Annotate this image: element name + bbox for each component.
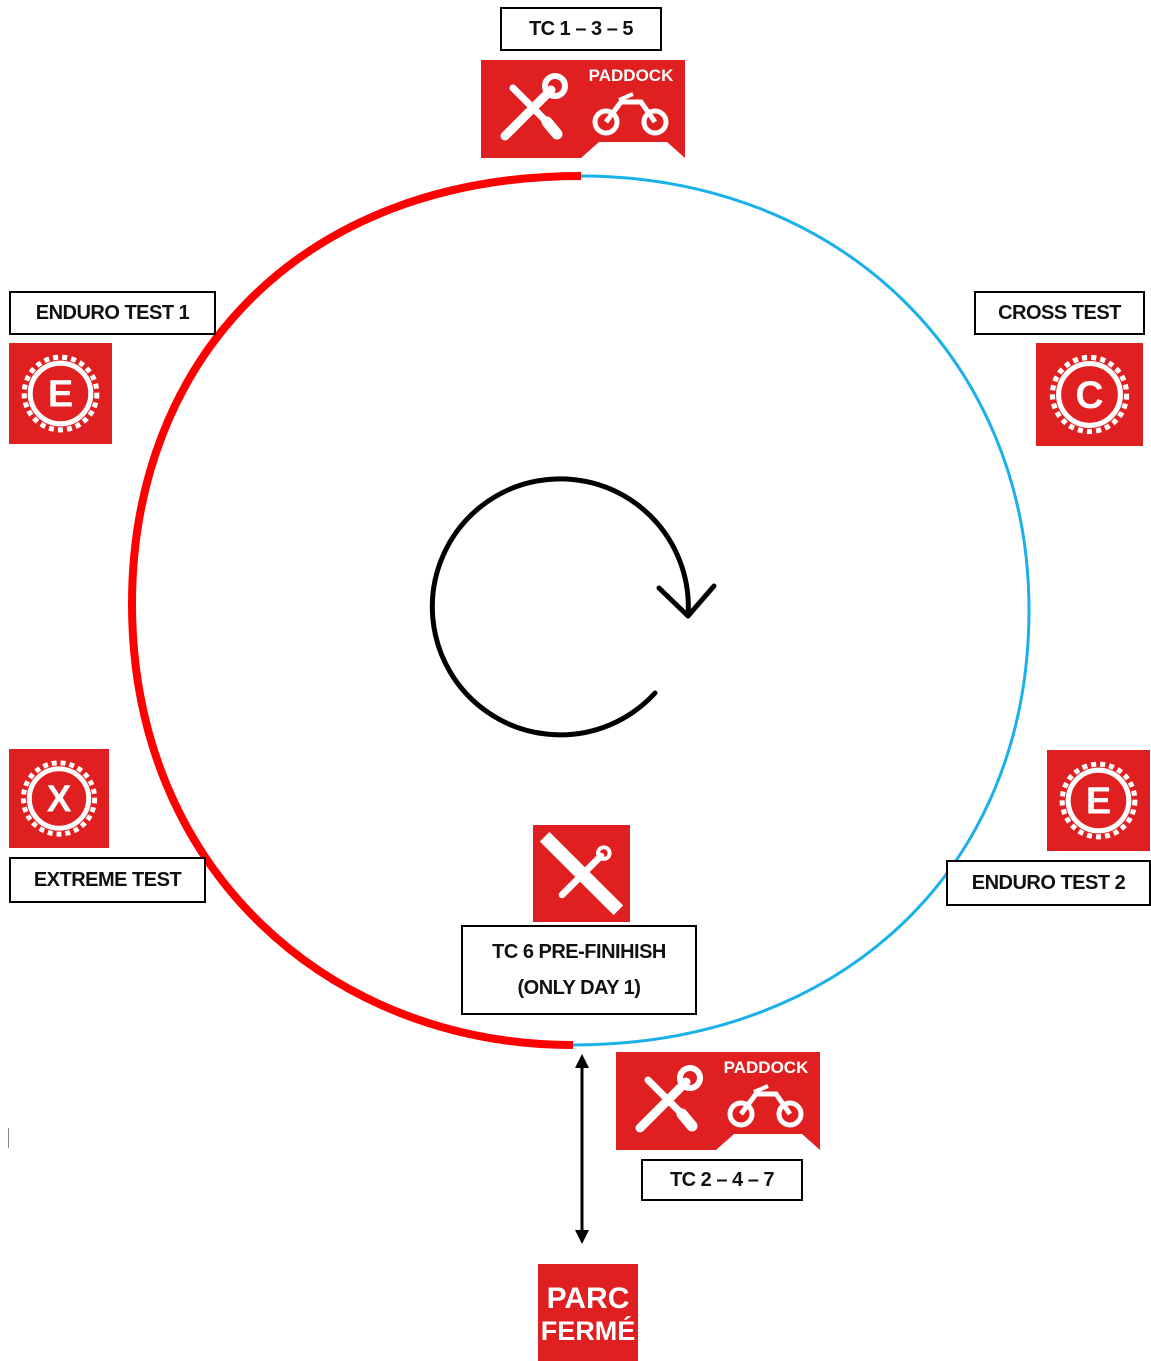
gear-circle-icon: E bbox=[1059, 761, 1138, 840]
extreme-test-label: EXTREME TEST bbox=[9, 857, 206, 903]
tc6-label-line1: TC 6 PRE-FINIHISH bbox=[492, 941, 666, 963]
svg-text:X: X bbox=[46, 777, 71, 819]
track-red-arc bbox=[127, 172, 582, 1049]
paddock-sign-top-graphic: PADDOCK bbox=[500, 66, 685, 158]
parc-ferme-graphic: PARC FERMÉ bbox=[541, 1282, 636, 1346]
tc6-prefinish-label: TC 6 PRE-FINIHISH (ONLY DAY 1) bbox=[461, 925, 697, 1015]
paddock-sign-bottom-graphic: PADDOCK bbox=[635, 1058, 820, 1150]
enduro-test-2-sign: E bbox=[1047, 750, 1150, 851]
gear-circle-icon: C bbox=[1049, 354, 1130, 435]
motorbike-icon bbox=[727, 1084, 804, 1128]
svg-text:C: C bbox=[1075, 374, 1103, 417]
gear-circle-icon: X bbox=[20, 760, 98, 837]
parc-text: PARC bbox=[547, 1282, 630, 1315]
motorbike-icon bbox=[592, 92, 669, 136]
ferme-text: FERMÉ bbox=[541, 1315, 636, 1346]
tc6-prefinish-sign bbox=[533, 825, 630, 922]
crossed-out-service-icon bbox=[539, 831, 624, 916]
gear-circle-icon: E bbox=[21, 354, 100, 433]
enduro-test-1-label: ENDURO TEST 1 bbox=[9, 291, 216, 335]
clockwise-arrow-icon bbox=[429, 476, 717, 738]
paddock-sign-top: PADDOCK bbox=[481, 60, 685, 158]
tc6-label-line2: (ONLY DAY 1) bbox=[517, 977, 641, 999]
double-arrow-icon bbox=[575, 1054, 589, 1244]
margin-mark bbox=[8, 1128, 9, 1148]
tc-top-label: TC 1 – 3 – 5 bbox=[500, 7, 662, 51]
tc-bottom-label: TC 2 – 4 – 7 bbox=[641, 1159, 803, 1201]
svg-text:E: E bbox=[48, 373, 74, 416]
enduro-test-2-label: ENDURO TEST 2 bbox=[946, 860, 1151, 906]
wrench-screwdriver-icon bbox=[500, 73, 568, 141]
svg-text:E: E bbox=[1086, 780, 1112, 823]
parc-ferme-sign: PARC FERMÉ bbox=[538, 1264, 638, 1361]
paddock-text: PADDOCK bbox=[724, 1058, 809, 1077]
track-blue-arc bbox=[572, 174, 1031, 1047]
cross-test-sign: C bbox=[1036, 343, 1143, 446]
paddock-text: PADDOCK bbox=[589, 66, 674, 85]
enduro-test-1-sign: E bbox=[9, 343, 112, 444]
extreme-test-sign: X bbox=[9, 749, 109, 848]
wrench-screwdriver-icon bbox=[635, 1065, 703, 1133]
paddock-sign-bottom: PADDOCK bbox=[616, 1052, 820, 1150]
cross-test-label: CROSS TEST bbox=[974, 291, 1145, 335]
